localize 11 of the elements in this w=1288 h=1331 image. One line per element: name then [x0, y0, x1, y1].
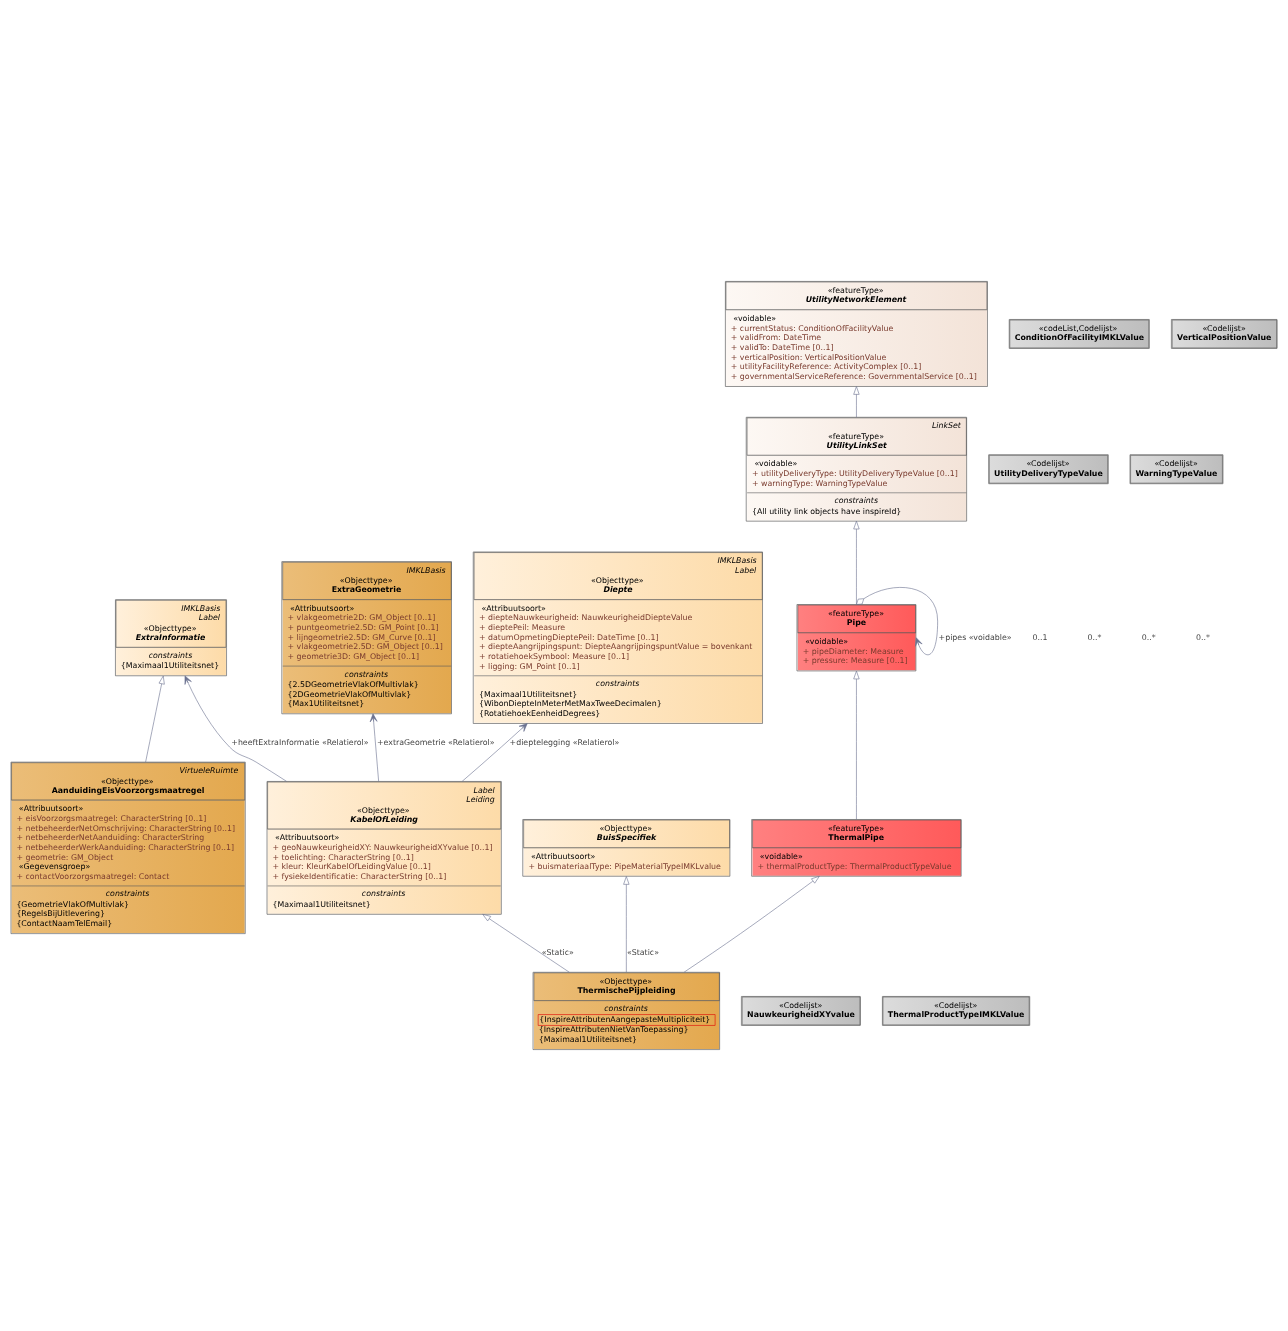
arrow — [369, 713, 379, 782]
arrow — [853, 670, 860, 820]
arrow — [461, 723, 528, 782]
arrow — [184, 675, 287, 782]
arrow — [856, 587, 938, 656]
arrow — [683, 876, 820, 973]
arrow — [145, 675, 165, 763]
arrow — [482, 914, 570, 973]
arrow — [853, 520, 860, 605]
arrow — [623, 876, 630, 973]
arrow — [853, 386, 860, 418]
